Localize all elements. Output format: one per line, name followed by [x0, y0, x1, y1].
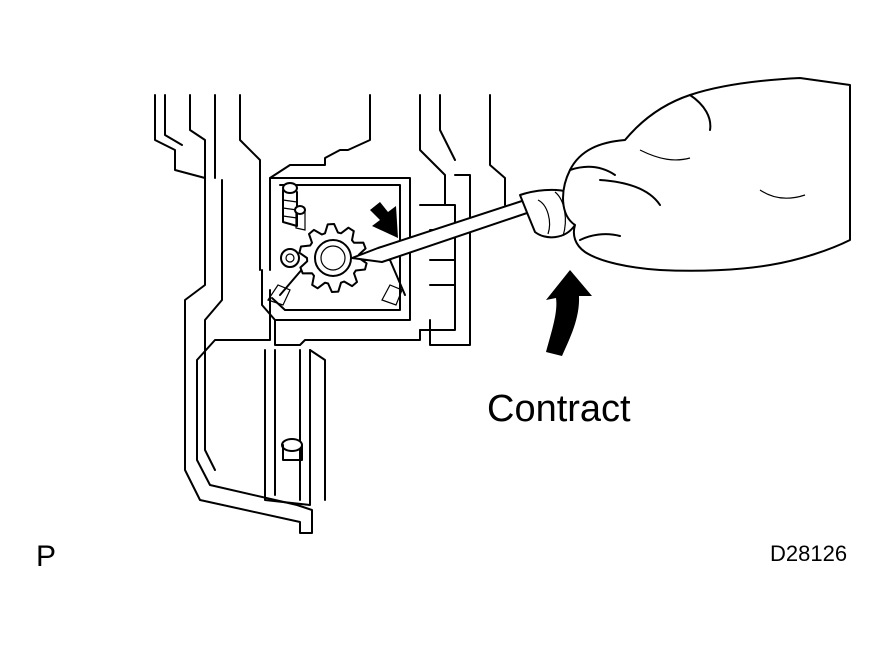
contract-label: Contract [487, 388, 631, 430]
wheel-hub [314, 239, 352, 277]
screwdriver-icon [351, 188, 576, 263]
wheel-bore [320, 245, 346, 271]
lower-strut [264, 349, 326, 506]
adjuster-pins [280, 182, 306, 268]
adjusting-wheel-icon [298, 223, 368, 293]
push-arrow-icon [370, 202, 398, 238]
view-marker-label: P [36, 540, 57, 573]
rotation-arrow-icon [546, 270, 592, 356]
hand-icon [562, 77, 851, 272]
upper-housing [269, 94, 506, 346]
figure-code-label: D28126 [770, 541, 848, 566]
backing-plate [154, 94, 313, 534]
adjuster-housing [261, 177, 421, 346]
